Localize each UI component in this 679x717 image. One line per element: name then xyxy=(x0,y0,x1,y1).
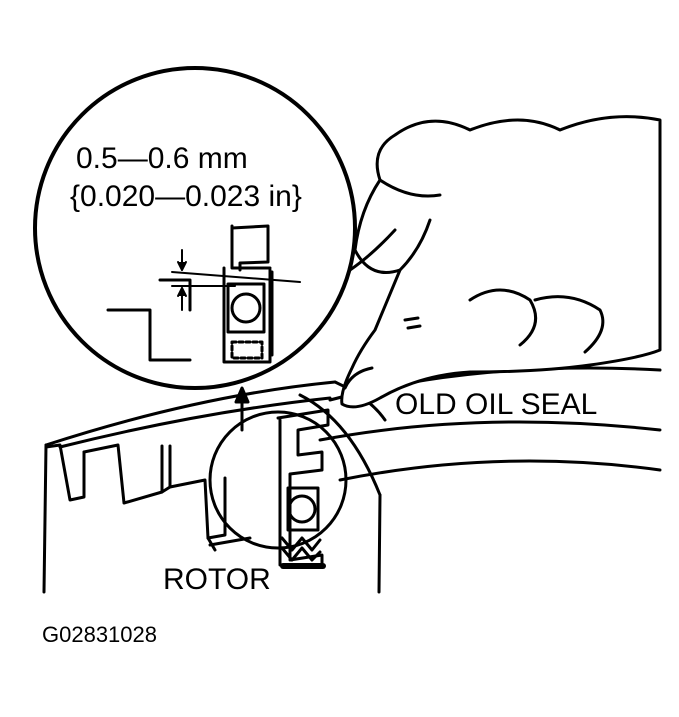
rotor xyxy=(42,380,387,594)
clearance-spec-mm: 0.5—0.6 mm xyxy=(76,142,248,175)
old-oil-seal-label: OLD OIL SEAL xyxy=(395,388,598,421)
technician-hand xyxy=(340,115,662,409)
detail-locator-circle xyxy=(208,410,348,550)
detail-leader-arrow xyxy=(234,386,250,432)
old-oil-seal-section xyxy=(276,408,330,569)
clearance-spec-inches: {0.020—0.023 in} xyxy=(70,180,302,213)
rotor-label: ROTOR xyxy=(163,563,271,596)
magnified-detail xyxy=(33,66,357,390)
figure-code: G02831028 xyxy=(42,622,157,647)
